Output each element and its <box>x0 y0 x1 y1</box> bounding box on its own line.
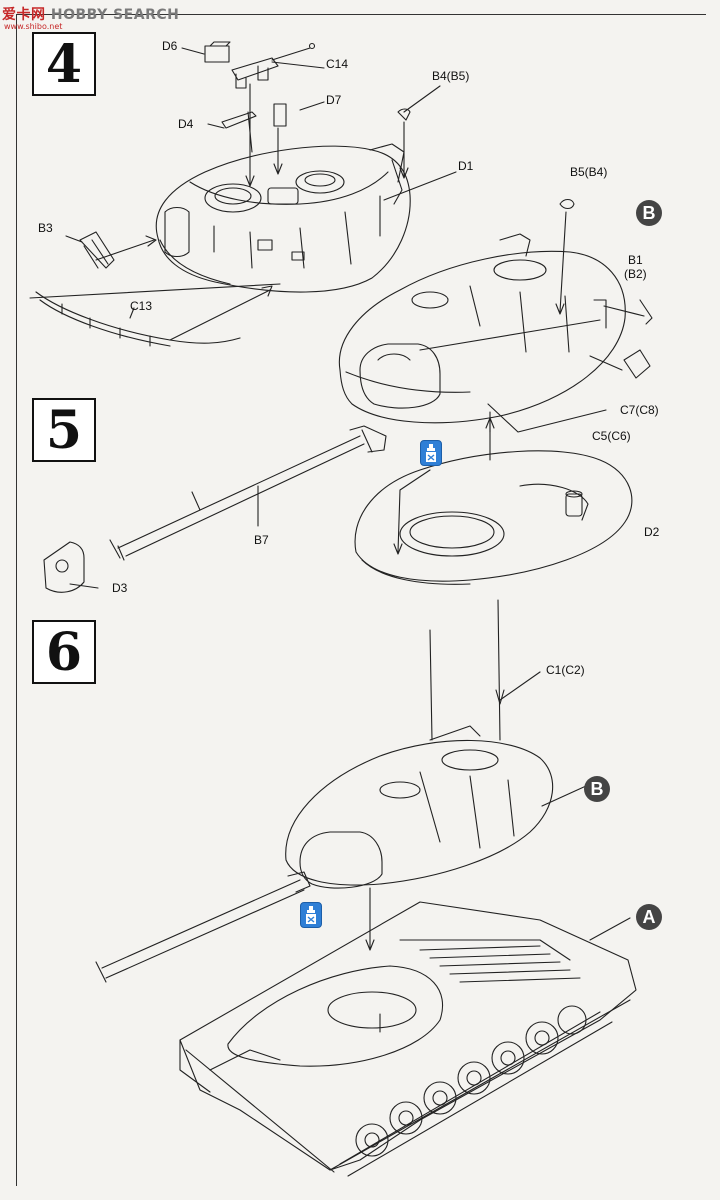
part-label-d7: D7 <box>326 93 342 107</box>
part-label-b2: (B2) <box>624 267 647 281</box>
step-6-box: 6 <box>32 620 96 684</box>
part-label-d1: D1 <box>458 159 474 173</box>
step4-small-parts <box>204 41 411 153</box>
part-label-c1c2: C1(C2) <box>546 663 585 677</box>
part-label-c14: C14 <box>326 57 349 71</box>
part-label-d2: D2 <box>644 525 660 539</box>
part-label-b4b5: B4(B5) <box>432 69 470 83</box>
turret-base-d2-drawing <box>354 417 633 585</box>
step5-parts <box>487 198 653 433</box>
part-label-b1: B1 <box>628 253 643 267</box>
hull-a-drawing <box>179 901 637 1177</box>
part-label-d4: D4 <box>178 117 194 131</box>
cement-bottle-icon <box>420 440 442 466</box>
watermark: 爱卡网 HOBBY SEARCH <box>2 4 179 24</box>
assembled-turret-drawing <box>285 725 587 951</box>
mantlet-d3-drawing <box>43 541 99 593</box>
assembled-barrel-drawing <box>95 871 311 983</box>
part-label-c5c6: C5(C6) <box>592 429 631 443</box>
step4-arrows <box>29 47 457 341</box>
subassembly-b-badge: B <box>636 200 662 226</box>
part-label-d3: D3 <box>112 581 128 595</box>
watermark-site: HOBBY SEARCH <box>50 7 180 23</box>
gun-barrel-b7-drawing <box>109 425 387 561</box>
part-label-c7c8: C7(C8) <box>620 403 659 417</box>
watermark-brand: 爱卡网 <box>2 7 46 23</box>
part-label-d6: D6 <box>162 39 178 53</box>
subassembly-a-badge: A <box>636 904 662 930</box>
step-5-box: 5 <box>32 398 96 462</box>
part-label-b3: B3 <box>38 221 53 235</box>
part-label-c13: C13 <box>130 299 153 313</box>
watermark-url: www.shibo.net <box>4 22 63 31</box>
subassembly-b-badge: B <box>584 776 610 802</box>
page-frame <box>16 14 706 1186</box>
part-label-b5b4: B5(B4) <box>570 165 608 179</box>
cement-bottle-icon <box>300 902 322 928</box>
step-4-box: 4 <box>32 32 96 96</box>
antennas-drawing <box>429 599 541 741</box>
turret-d1-drawing <box>155 143 411 293</box>
step4-rails <box>35 231 241 347</box>
turret-b-drawing <box>338 233 626 424</box>
part-label-b7: B7 <box>254 533 269 547</box>
